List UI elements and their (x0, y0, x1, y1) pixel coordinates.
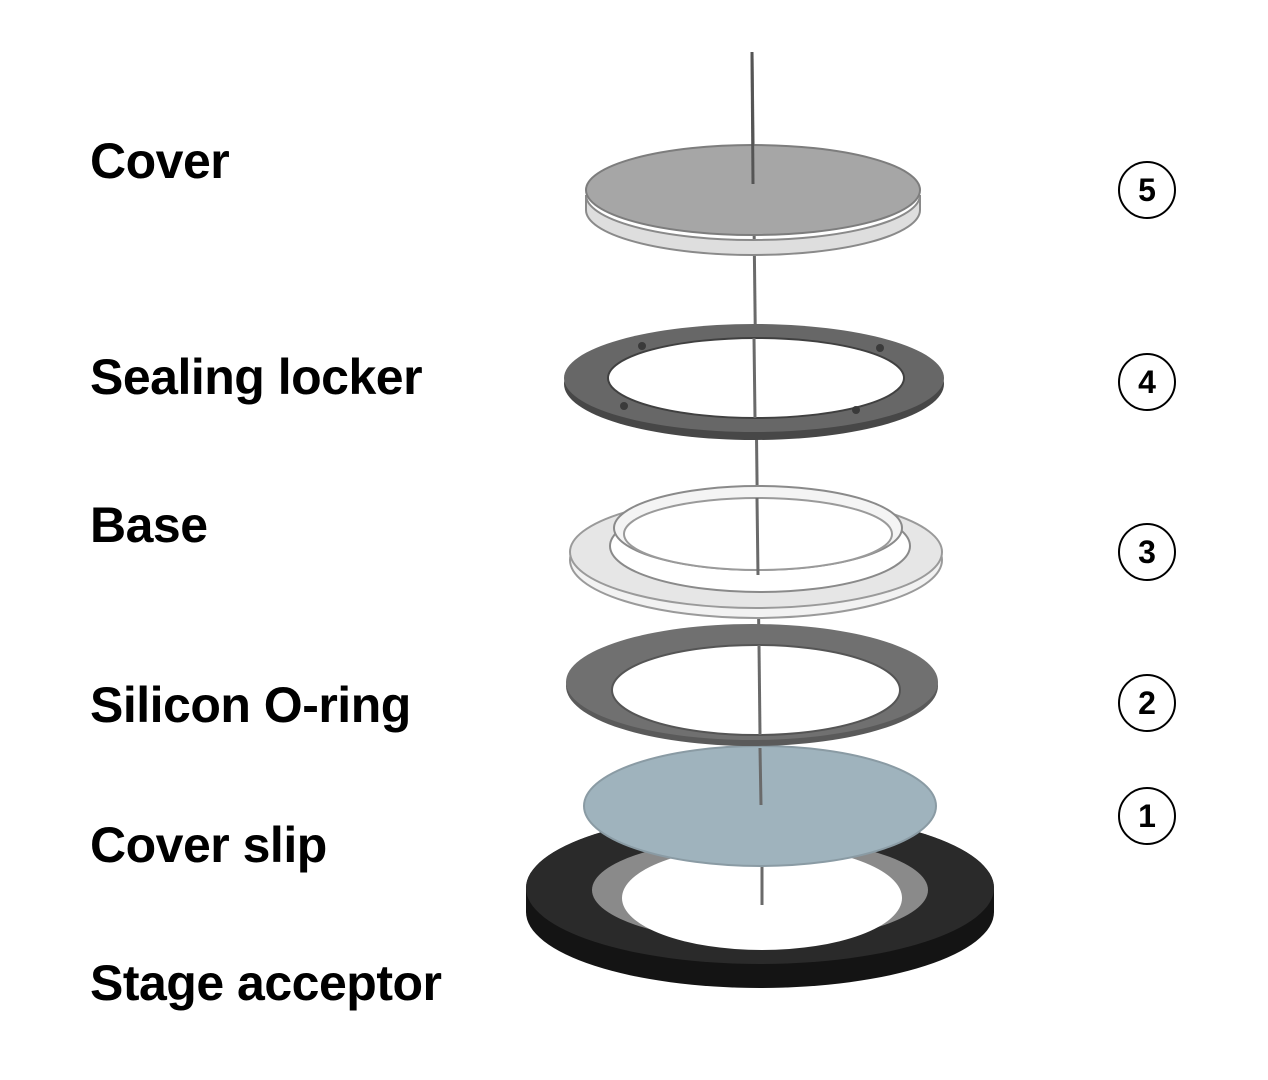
label-stage-acceptor: Stage acceptor (90, 955, 442, 1011)
marker-1: 1 (1118, 787, 1176, 845)
label-sealing-locker: Sealing locker (90, 349, 423, 405)
marker-5: 5 (1118, 161, 1176, 219)
label-base: Base (90, 497, 208, 553)
label-silicon-o-ring: Silicon O-ring (90, 677, 411, 733)
marker-3: 3 (1118, 523, 1176, 581)
base-part (569, 485, 943, 619)
cover-part (585, 51, 921, 256)
sealing-locker-part (564, 324, 944, 440)
label-cover-slip: Cover slip (90, 817, 327, 873)
label-cover: Cover (90, 133, 230, 189)
marker-4: 4 (1118, 353, 1176, 411)
cover-slip-part (583, 745, 937, 867)
silicon-o-ring-part (566, 624, 938, 746)
marker-2: 2 (1118, 674, 1176, 732)
